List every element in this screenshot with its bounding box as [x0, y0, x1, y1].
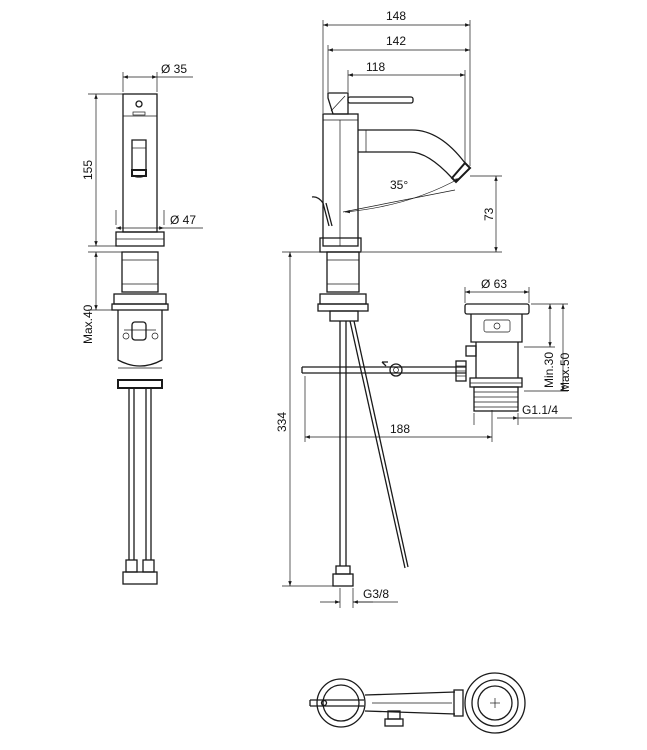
side-view-dimensions: 148 142 118 35° 73 334 188 G3/8: [275, 9, 502, 608]
dim-overall-depth: 148: [386, 9, 406, 23]
dim-waste-max: Max.50: [558, 352, 572, 392]
dim-spout-height: 73: [482, 207, 496, 221]
dim-swivel-angle: 35°: [390, 178, 408, 192]
dim-max-deck: Max.40: [81, 304, 95, 344]
dim-spout-reach: 118: [366, 60, 385, 74]
waste-detail-dimensions: Ø 63 Min.30 Max.50 G1.1/4: [464, 277, 572, 425]
dim-waste-offset: 188: [390, 422, 410, 436]
dim-inner-depth: 142: [386, 34, 406, 48]
top-view: [309, 672, 526, 734]
dim-supply-length: 334: [275, 412, 289, 432]
dim-base-diameter: Ø 47: [170, 213, 196, 227]
dim-waste-diameter: Ø 63: [481, 277, 507, 291]
waste-detail-view: [455, 303, 530, 412]
front-view: [111, 93, 169, 585]
dim-body-diameter: Ø 35: [161, 62, 187, 76]
dim-waste-min: Min.30: [542, 352, 556, 388]
side-view: [301, 92, 472, 587]
dim-body-height: 155: [81, 160, 95, 180]
dim-supply-thread: G3/8: [363, 587, 389, 601]
front-view-dimensions: Ø 35 Ø 47 155 Max.40: [81, 62, 203, 344]
dim-waste-thread: G1.1/4: [522, 403, 558, 417]
